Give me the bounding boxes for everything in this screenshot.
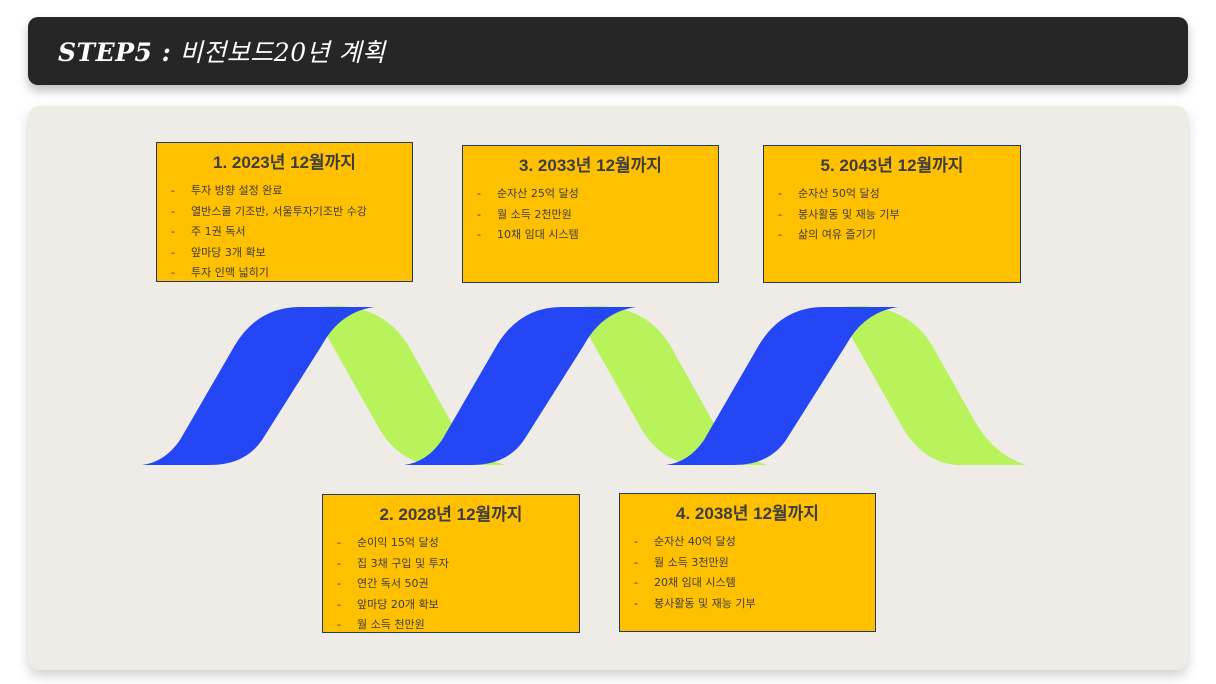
list-item: -순이익 15억 달성	[337, 536, 439, 549]
list-item: -봉사활동 및 재능 기부	[778, 207, 900, 221]
list-item: -투자 인맥 넓히기	[171, 266, 269, 280]
milestone-list: -순자산 40억 달성 -월 소득 3천만원 -20채 임대 시스템 -봉사활동…	[634, 532, 861, 614]
milestone-list: -순이익 15억 달성 -집 3채 구입 및 투자 -연간 독서 50권 -앞마…	[337, 533, 565, 636]
milestone-list: -순자산 25억 달성 -월 소득 2천만원 -10채 임대 시스템	[477, 184, 704, 246]
list-item: -투자 방향 설정 완료	[171, 184, 283, 197]
list-item: -10채 임대 시스템	[477, 228, 579, 242]
list-item: -열반스쿨 기조반, 서울투자기조반 수강	[171, 204, 367, 218]
list-item: -집 3채 구입 및 투자	[337, 556, 449, 570]
milestone-list: -순자산 50억 달성 -봉사활동 및 재능 기부 -삶의 여유 즐기기	[778, 184, 1006, 246]
milestone-title: 1. 2023년 12월까지	[213, 153, 356, 172]
list-item: -삶의 여유 즐기기	[778, 228, 876, 242]
list-item: -20채 임대 시스템	[634, 576, 736, 590]
list-item: -월 소득 천만원	[337, 618, 425, 632]
list-item: -월 소득 3천만원	[634, 555, 729, 569]
milestone-card-2038: 4. 2038년 12월까지 -순자산 40억 달성 -월 소득 3천만원 -2…	[619, 493, 876, 632]
list-item: -앞마당 20개 확보	[337, 597, 439, 611]
page-title: STEP5 : 비전보드20년 계획	[58, 33, 386, 69]
milestone-card-2023: 1. 2023년 12월까지 -투자 방향 설정 완료 -열반스쿨 기조반, 서…	[156, 142, 413, 282]
title-bar: STEP5 : 비전보드20년 계획	[28, 17, 1188, 85]
milestone-title: 3. 2033년 12월까지	[519, 156, 662, 175]
milestone-card-2033: 3. 2033년 12월까지 -순자산 25억 달성 -월 소득 2천만원 -1…	[462, 145, 719, 283]
list-item: -월 소득 2천만원	[477, 207, 572, 221]
list-item: -연간 독서 50권	[337, 577, 429, 591]
list-item: -순자산 40억 달성	[634, 535, 736, 548]
list-item: -순자산 25억 달성	[477, 187, 579, 200]
milestone-card-2028: 2. 2028년 12월까지 -순이익 15억 달성 -집 3채 구입 및 투자…	[322, 494, 580, 633]
step-label: STEP5 :	[58, 38, 172, 67]
list-item: -순자산 50억 달성	[778, 187, 880, 200]
milestone-card-2043: 5. 2043년 12월까지 -순자산 50억 달성 -봉사활동 및 재능 기부…	[763, 145, 1021, 283]
milestone-title: 2. 2028년 12월까지	[379, 505, 523, 524]
list-item: -앞마당 3개 확보	[171, 245, 266, 259]
milestone-title: 4. 2038년 12월까지	[676, 504, 819, 523]
list-item: -봉사활동 및 재능 기부	[634, 596, 756, 610]
milestone-list: -투자 방향 설정 완료 -열반스쿨 기조반, 서울투자기조반 수강 -주 1권…	[171, 181, 398, 284]
milestone-title: 5. 2043년 12월까지	[820, 156, 964, 175]
list-item: -주 1권 독서	[171, 225, 246, 239]
title-label: 비전보드20년 계획	[179, 38, 386, 67]
